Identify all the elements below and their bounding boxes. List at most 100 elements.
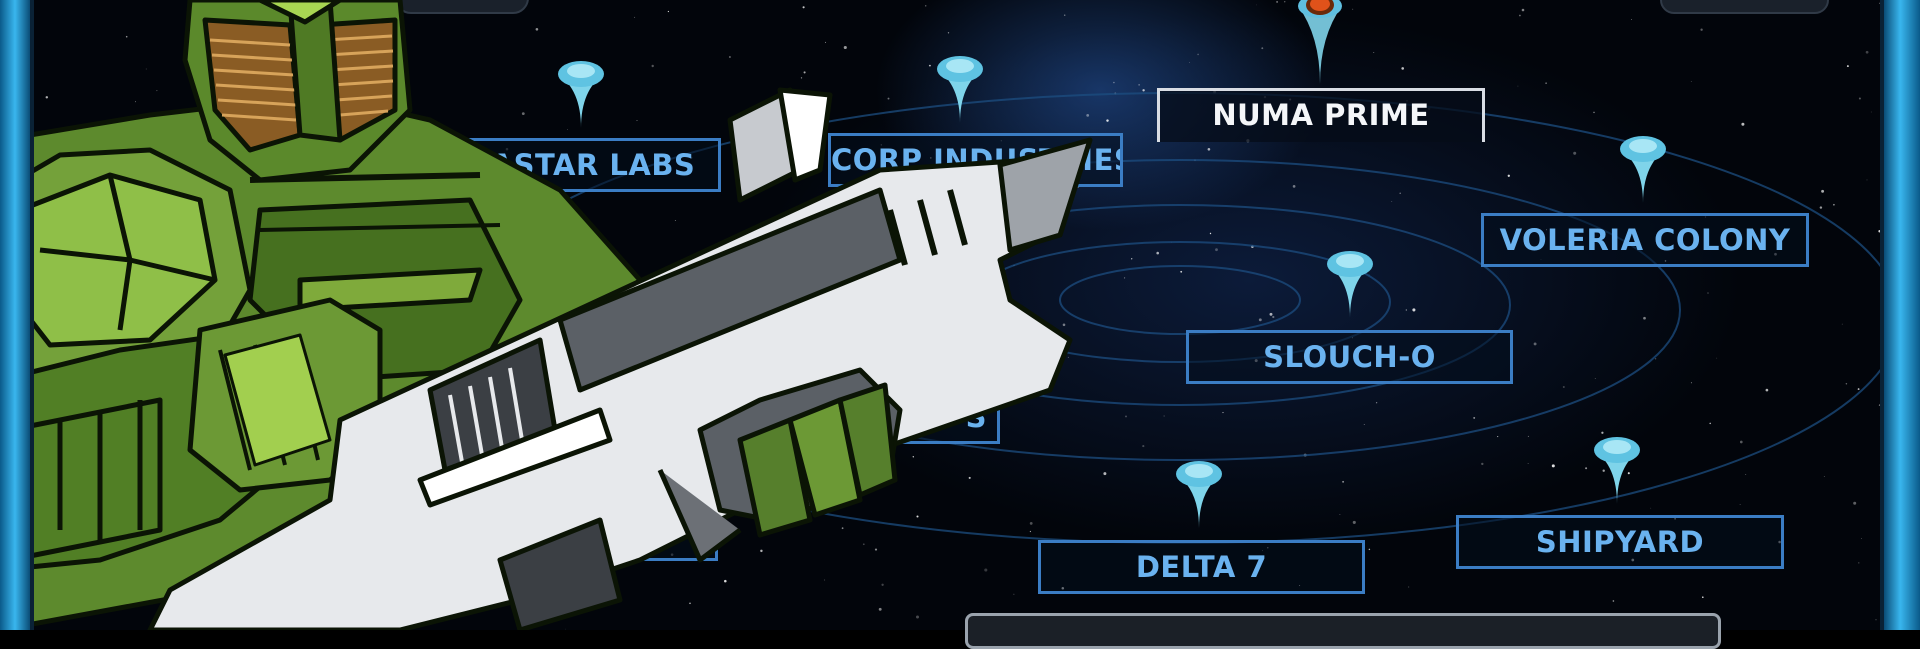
star: [1875, 619, 1877, 621]
top-right-button[interactable]: [1660, 0, 1829, 14]
star: [1261, 47, 1264, 50]
star: [1062, 323, 1066, 327]
star: [1650, 507, 1652, 509]
star: [1518, 14, 1521, 17]
star: [1517, 85, 1519, 87]
star: [1352, 520, 1356, 524]
star: [1858, 562, 1860, 564]
star: [1533, 342, 1537, 346]
star: [145, 68, 147, 70]
star: [1870, 111, 1872, 113]
star: [1853, 501, 1857, 505]
star: [881, 583, 884, 586]
star: [1352, 8, 1354, 10]
star: [1865, 50, 1869, 54]
star: [1631, 19, 1632, 20]
star: [636, 120, 638, 121]
star: [916, 515, 919, 518]
star: [1707, 292, 1709, 294]
star: [824, 579, 826, 581]
screen-frame-right: [1884, 0, 1920, 630]
star: [1857, 388, 1860, 391]
star: [1142, 445, 1145, 448]
star: [1207, 147, 1211, 151]
planet-pin-icon[interactable]: [933, 55, 987, 125]
star: [724, 579, 727, 583]
star: [1879, 2, 1881, 4]
star: [1258, 318, 1262, 322]
star: [134, 101, 136, 103]
star: [1861, 538, 1862, 539]
star: [1700, 28, 1703, 31]
star: [916, 615, 919, 619]
star: [1142, 89, 1145, 92]
star: [1272, 315, 1275, 319]
planet-pin-icon[interactable]: [1323, 250, 1377, 320]
star: [1745, 474, 1747, 475]
star: [841, 527, 844, 530]
star: [1131, 258, 1133, 260]
star: [1819, 206, 1823, 209]
star: [1412, 308, 1416, 312]
star: [1375, 402, 1378, 404]
star: [1643, 316, 1646, 320]
planet-label-numa-prime[interactable]: NUMA PRIME: [1157, 88, 1485, 142]
star: [1473, 416, 1476, 419]
star: [1716, 357, 1718, 359]
star: [1180, 270, 1183, 273]
star: [928, 64, 931, 67]
planet-label-shipyard[interactable]: SHIPYARD: [1456, 515, 1784, 569]
star: [1601, 431, 1604, 434]
star: [1593, 111, 1595, 114]
star: [912, 456, 914, 458]
star: [1138, 84, 1140, 86]
star: [1405, 309, 1407, 311]
star: [843, 45, 847, 50]
active-planet-icon[interactable]: [1290, 0, 1350, 86]
star: [1741, 122, 1745, 126]
star: [1841, 323, 1843, 325]
star: [1690, 80, 1692, 82]
star: [1507, 174, 1510, 177]
star: [1339, 513, 1341, 515]
star: [1113, 81, 1115, 84]
star: [862, 543, 865, 546]
planet-label-delta-7[interactable]: DELTA 7: [1038, 540, 1365, 594]
star: [1602, 469, 1605, 472]
planet-pin-icon[interactable]: [1172, 460, 1226, 530]
star: [1209, 232, 1212, 235]
star: [1858, 97, 1861, 100]
star: [947, 32, 950, 34]
planet-label-slouch-o[interactable]: SLOUCH-O: [1186, 330, 1513, 384]
star: [802, 6, 805, 9]
planet-pin-icon[interactable]: [1590, 436, 1644, 506]
star: [1063, 14, 1066, 16]
star: [1765, 388, 1769, 392]
star: [1612, 600, 1615, 602]
star: [1106, 119, 1109, 122]
star: [521, 112, 525, 115]
star: [1627, 472, 1630, 475]
star: [1124, 277, 1126, 279]
star: [1690, 382, 1692, 384]
star: [1481, 462, 1484, 466]
star: [1103, 472, 1107, 476]
planet-pin-icon[interactable]: [554, 60, 608, 130]
star: [1846, 65, 1849, 68]
screen-frame-left-edge: [30, 0, 34, 630]
star: [728, 56, 731, 58]
star: [1821, 189, 1825, 193]
star: [1573, 151, 1577, 155]
star: [1845, 383, 1848, 385]
star: [1269, 312, 1273, 316]
planet-pin-icon[interactable]: [1616, 135, 1670, 205]
star: [1163, 415, 1165, 417]
star: [1292, 185, 1296, 188]
star: [1562, 386, 1565, 388]
star: [689, 602, 691, 605]
planet-label-voleria-colony[interactable]: VOLERIA COLONY: [1481, 213, 1809, 267]
star: [1866, 179, 1868, 181]
star: [535, 28, 539, 31]
star: [1594, 378, 1596, 379]
star: [125, 35, 128, 38]
